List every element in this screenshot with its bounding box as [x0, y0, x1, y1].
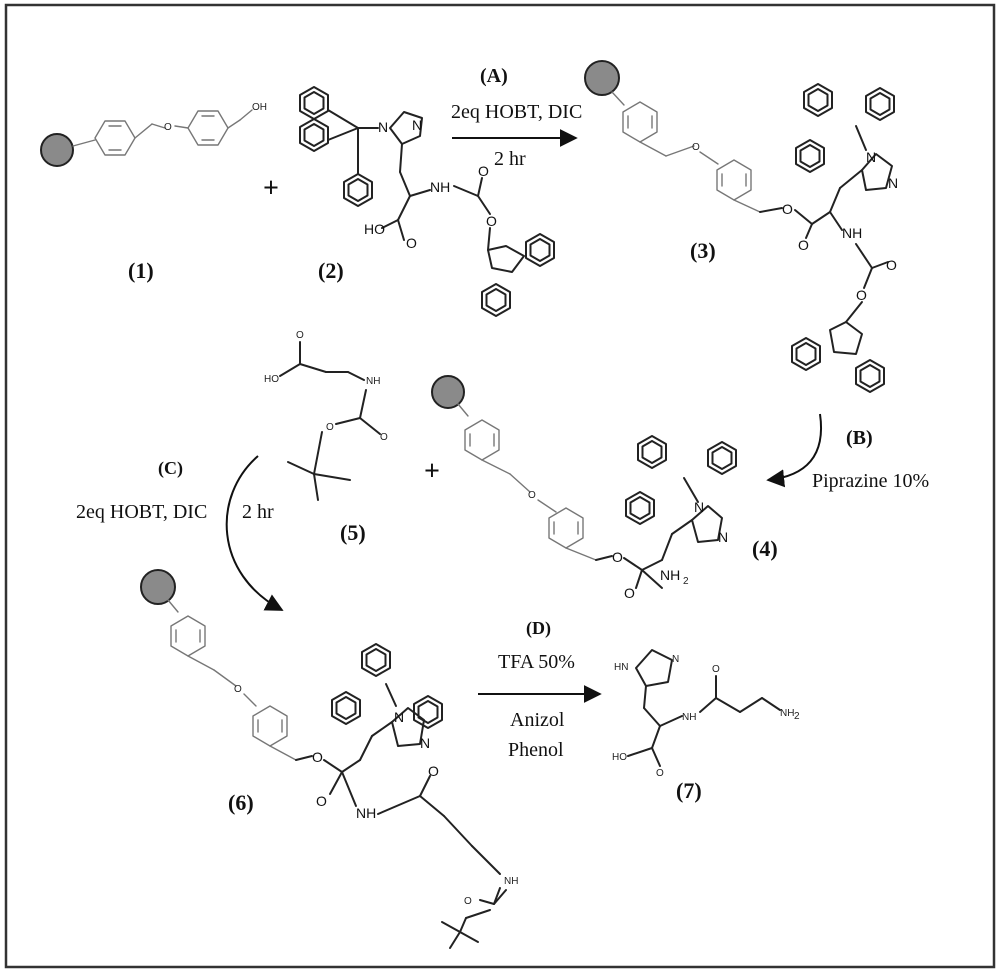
resin-bead-icon	[40, 133, 74, 167]
atom-o: O	[798, 237, 809, 253]
atom-nh2-subscript: 2	[683, 576, 689, 587]
atom-o: O	[624, 585, 635, 601]
atom-nh2: NH	[660, 567, 680, 583]
atom-n: N	[694, 499, 704, 515]
atom-nh: NH	[366, 376, 380, 387]
atom-ho: HO	[612, 752, 627, 763]
atom-o: O	[296, 330, 304, 341]
atom-n: N	[866, 149, 876, 165]
compound-6-label: (6)	[228, 790, 254, 815]
compound-5-label: (5)	[340, 520, 366, 545]
plus-sign: +	[263, 173, 279, 204]
compound-5-structure: HO O NH O O	[264, 330, 388, 501]
atom-nh: NH	[504, 876, 518, 887]
compound-4-structure: O O O N N NH 2	[431, 375, 737, 601]
atom-o: O	[326, 422, 334, 433]
atom-n: N	[412, 117, 422, 133]
step-d-scavenger-2: Phenol	[508, 739, 564, 761]
figure-frame	[4, 3, 996, 969]
step-c-reagent: 2eq HOBT, DIC	[76, 501, 207, 523]
atom-o: O	[528, 490, 536, 501]
atom-oh: OH	[252, 102, 267, 113]
atom-nh: NH	[842, 225, 862, 241]
atom-o: O	[692, 142, 700, 153]
compound-1-label: (1)	[128, 258, 154, 283]
atom-o: O	[380, 432, 388, 443]
atom-o: O	[782, 201, 793, 217]
step-b-reagent: Piprazine 10%	[812, 470, 929, 492]
compound-2-label: (2)	[318, 258, 344, 283]
atom-o: O	[428, 763, 439, 779]
atom-o: O	[234, 684, 242, 695]
compound-3-structure: O O O N N NH O O	[584, 60, 898, 393]
atom-o: O	[164, 122, 172, 133]
atom-o: O	[886, 257, 897, 273]
atom-nh: NH	[682, 712, 696, 723]
atom-n: N	[394, 709, 404, 725]
step-a-letter: (A)	[480, 65, 508, 87]
compound-3-label: (3)	[690, 238, 716, 263]
atom-o: O	[856, 287, 867, 303]
atom-o: O	[612, 549, 623, 565]
step-b-letter: (B)	[846, 427, 873, 449]
compound-6-structure: O O O N N NH O NH O	[140, 569, 518, 949]
step-d-reagent: TFA 50%	[498, 651, 575, 673]
plus-sign: +	[424, 456, 440, 487]
atom-n: N	[888, 175, 898, 191]
atom-o: O	[656, 768, 664, 779]
compound-1-structure: O OH	[40, 102, 267, 167]
atom-nh2: NH	[780, 708, 794, 719]
step-b-arrow	[766, 413, 822, 488]
atom-o: O	[486, 213, 497, 229]
atom-ho: HO	[264, 374, 279, 385]
atom-n: N	[420, 735, 430, 751]
resin-bead-icon	[431, 375, 465, 409]
atom-ho: HO	[364, 221, 385, 237]
step-a-reagent: 2eq HOBT, DIC	[451, 101, 582, 123]
step-a-time: 2 hr	[494, 148, 526, 170]
atom-o: O	[712, 664, 720, 675]
atom-n: N	[672, 654, 679, 665]
atom-o: O	[316, 793, 327, 809]
compound-7-structure: HN N HO O NH O NH 2	[612, 649, 800, 779]
compound-4-label: (4)	[752, 536, 778, 561]
step-d-scavenger-1: Anizol	[510, 709, 565, 731]
compound-2-structure: N N HO O NH O O	[299, 86, 555, 317]
atom-o: O	[478, 163, 489, 179]
step-c-time: 2 hr	[242, 501, 274, 523]
atom-o: O	[312, 749, 323, 765]
atom-nh: NH	[430, 179, 450, 195]
resin-bead-icon	[140, 569, 176, 605]
atom-hn: HN	[614, 662, 628, 673]
atom-o: O	[464, 896, 472, 907]
compound-7-label: (7)	[676, 778, 702, 803]
step-c-letter: (C)	[158, 458, 183, 479]
atom-n: N	[378, 119, 388, 135]
atom-nh2-subscript: 2	[794, 711, 800, 722]
resin-bead-icon	[584, 60, 620, 96]
atom-o: O	[406, 235, 417, 251]
step-c-arrow	[225, 455, 284, 611]
atom-nh: NH	[356, 805, 376, 821]
atom-n: N	[718, 529, 728, 545]
step-d-letter: (D)	[526, 618, 551, 639]
